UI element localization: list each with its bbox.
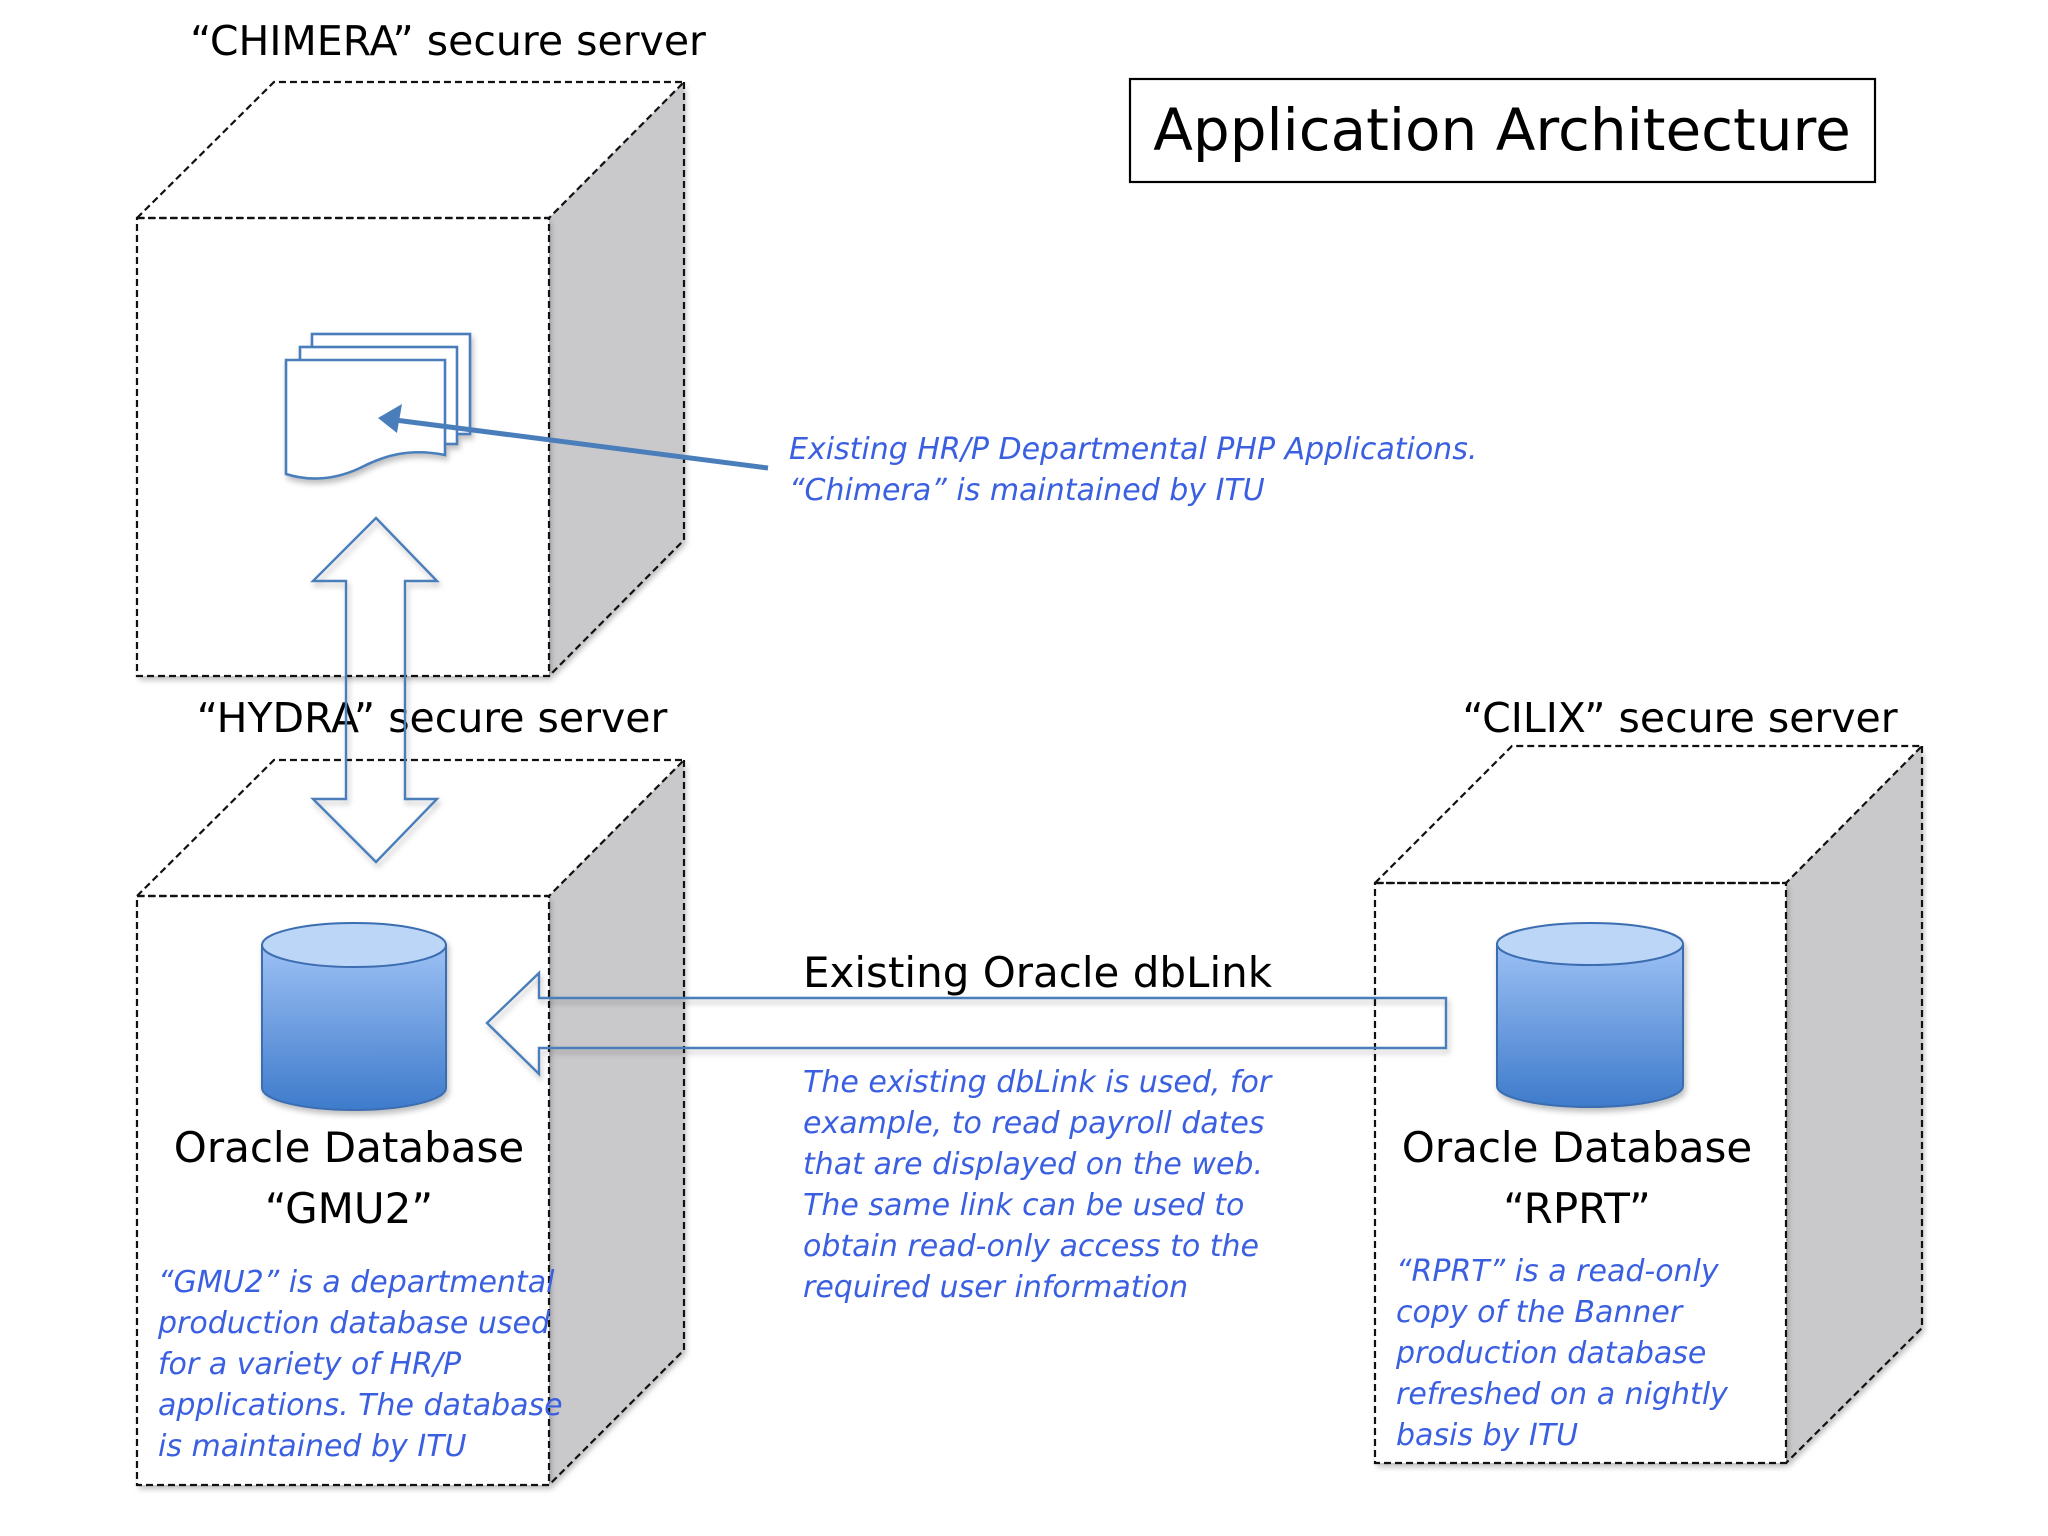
note-line: The same link can be used to [803, 1188, 1244, 1223]
page-title: Application Architecture [1153, 96, 1851, 164]
note-line: obtain read-only access to the [803, 1229, 1259, 1264]
server-cilix: “CILIX” secure server Oracle Database “R… [1372, 694, 1925, 1465]
server-hydra: “HYDRA” secure server Oracle Database “G… [134, 694, 687, 1487]
dblink-label: Existing Oracle dbLink [803, 948, 1273, 997]
server-side-outline [548, 82, 686, 677]
note-line: that are displayed on the web. [803, 1147, 1263, 1182]
note-line: “GMU2” is a departmental [158, 1265, 555, 1300]
note-line: basis by ITU [1396, 1418, 1578, 1453]
note-line: production database [1395, 1336, 1706, 1371]
note-line: copy of the Banner [1396, 1295, 1684, 1330]
note-line: example, to read payroll dates [803, 1106, 1264, 1141]
note-gmu2: “GMU2” is a departmental production data… [157, 1265, 563, 1464]
server-side-outline [548, 760, 686, 1486]
note-line: for a variety of HR/P [158, 1347, 462, 1382]
server-side-face [549, 760, 684, 1485]
database-icon [261, 922, 447, 1111]
note-rprt: “RPRT” is a read-only copy of the Banner… [1395, 1254, 1729, 1453]
note-dblink: The existing dbLink is used, for example… [803, 1065, 1273, 1305]
note-line: applications. The database [158, 1388, 563, 1423]
database-icon [1496, 922, 1684, 1108]
db-id-gmu2: “GMU2” [265, 1184, 433, 1233]
note-line: is maintained by ITU [158, 1429, 466, 1464]
server-label-cilix: “CILIX” secure server [1462, 694, 1897, 742]
db-id-rprt: “RPRT” [1503, 1184, 1651, 1233]
db-name-rprt: Oracle Database [1402, 1123, 1752, 1172]
note-line: Existing HR/P Departmental PHP Applicati… [789, 432, 1477, 467]
note-line: production database used [157, 1306, 551, 1341]
server-side-face [1786, 746, 1922, 1463]
note-chimera: Existing HR/P Departmental PHP Applicati… [789, 432, 1477, 508]
note-line: required user information [803, 1270, 1188, 1305]
server-label-chimera: “CHIMERA” secure server [190, 17, 706, 65]
db-name-gmu2: Oracle Database [174, 1123, 524, 1172]
server-side-face [549, 82, 684, 676]
note-line: “RPRT” is a read-only [1396, 1254, 1720, 1289]
note-line: The existing dbLink is used, for [803, 1065, 1273, 1100]
note-line: refreshed on a nightly [1396, 1377, 1729, 1412]
server-side-outline [1785, 746, 1924, 1464]
title-box: Application Architecture [1128, 77, 1877, 184]
server-front-outline [135, 894, 551, 1487]
note-line: “Chimera” is maintained by ITU [789, 473, 1265, 508]
double-arrow-icon [310, 516, 440, 864]
server-front-outline [135, 216, 551, 678]
server-label-hydra: “HYDRA” secure server [197, 694, 668, 742]
pointer-arrow-chimera [378, 404, 769, 471]
documents-icon [284, 332, 472, 480]
server-chimera: “CHIMERA” secure server [134, 17, 706, 678]
dblink-arrow-icon [485, 970, 1448, 1077]
